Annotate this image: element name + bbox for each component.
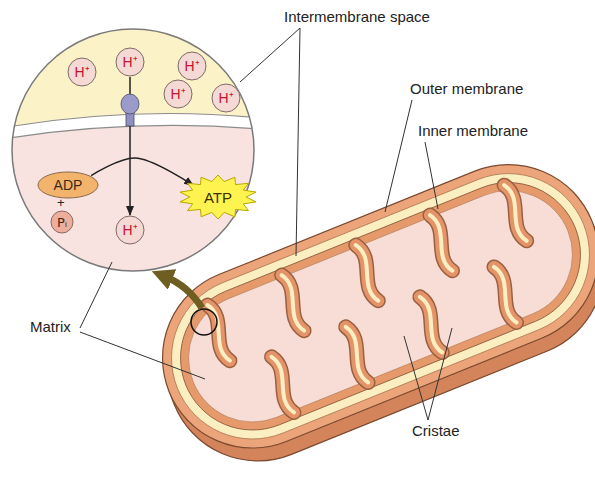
cristae-outline bbox=[204, 184, 558, 429]
leader-line bbox=[80, 262, 112, 328]
zoom-marker bbox=[191, 309, 217, 335]
outer-membrane bbox=[135, 137, 595, 475]
node-text: H⁺ bbox=[122, 223, 137, 237]
atp-synthase-head bbox=[121, 94, 139, 114]
plus-sign: + bbox=[57, 195, 65, 211]
zoom-arrow bbox=[166, 277, 202, 308]
ellipse-outline bbox=[38, 172, 98, 198]
ellipse-outline bbox=[116, 216, 144, 244]
proton-ion: H⁺ bbox=[115, 215, 145, 245]
leader-line bbox=[385, 100, 412, 212]
adp-molecule: ADP bbox=[37, 171, 99, 199]
leader-line bbox=[240, 28, 300, 82]
node-text: ATP bbox=[204, 190, 232, 205]
leader-line bbox=[404, 336, 428, 420]
part-label: Inner membrane bbox=[418, 122, 528, 140]
inset-matrix bbox=[0, 125, 270, 290]
cristae-fold bbox=[204, 184, 558, 429]
mitochondrion bbox=[135, 137, 595, 483]
node-text: Pᵢ bbox=[57, 216, 67, 229]
reaction-arrow bbox=[91, 158, 193, 185]
part-label: Cristae bbox=[412, 422, 460, 440]
ellipse-outline bbox=[68, 58, 96, 86]
connector-layer bbox=[91, 77, 193, 215]
proton-ion: H⁺ bbox=[67, 57, 97, 87]
node-text: H⁺ bbox=[122, 55, 137, 69]
ellipse-outline bbox=[51, 211, 73, 233]
membrane-edge bbox=[0, 125, 270, 141]
matrix-region bbox=[169, 171, 592, 441]
node-text: H⁺ bbox=[184, 59, 199, 73]
starburst-outline bbox=[180, 175, 256, 219]
node-text: H⁺ bbox=[170, 87, 185, 101]
intermembrane-space bbox=[147, 149, 595, 463]
ellipse-outline bbox=[178, 52, 206, 80]
ellipse-outline bbox=[116, 48, 144, 76]
inset-view bbox=[0, 20, 270, 290]
cristae-lumen bbox=[204, 184, 558, 429]
node-text: H⁺ bbox=[74, 65, 89, 79]
ellipse-outline bbox=[164, 80, 192, 108]
atp-starburst: ATP bbox=[178, 174, 258, 220]
proton-ion: H⁺ bbox=[115, 47, 145, 77]
region-label: Intermembrane space bbox=[284, 8, 430, 26]
leader-line bbox=[428, 328, 452, 420]
leader-line bbox=[296, 28, 300, 256]
ellipse-outline bbox=[212, 84, 240, 112]
proton-ion: H⁺ bbox=[177, 51, 207, 81]
phosphate-ion: Pᵢ bbox=[50, 210, 74, 234]
node-text: ADP bbox=[54, 178, 83, 192]
region-label: Matrix bbox=[30, 318, 71, 336]
inset-outline bbox=[12, 29, 254, 271]
node-text: H⁺ bbox=[218, 91, 233, 105]
proton-ion: H⁺ bbox=[163, 79, 193, 109]
part-label: Outer membrane bbox=[410, 80, 523, 98]
leader-line bbox=[80, 332, 205, 379]
inner-membrane bbox=[159, 161, 595, 452]
proton-ion: H⁺ bbox=[211, 83, 241, 113]
inset-membrane bbox=[0, 114, 270, 141]
leader-line bbox=[425, 142, 438, 209]
leader-lines bbox=[80, 28, 452, 420]
